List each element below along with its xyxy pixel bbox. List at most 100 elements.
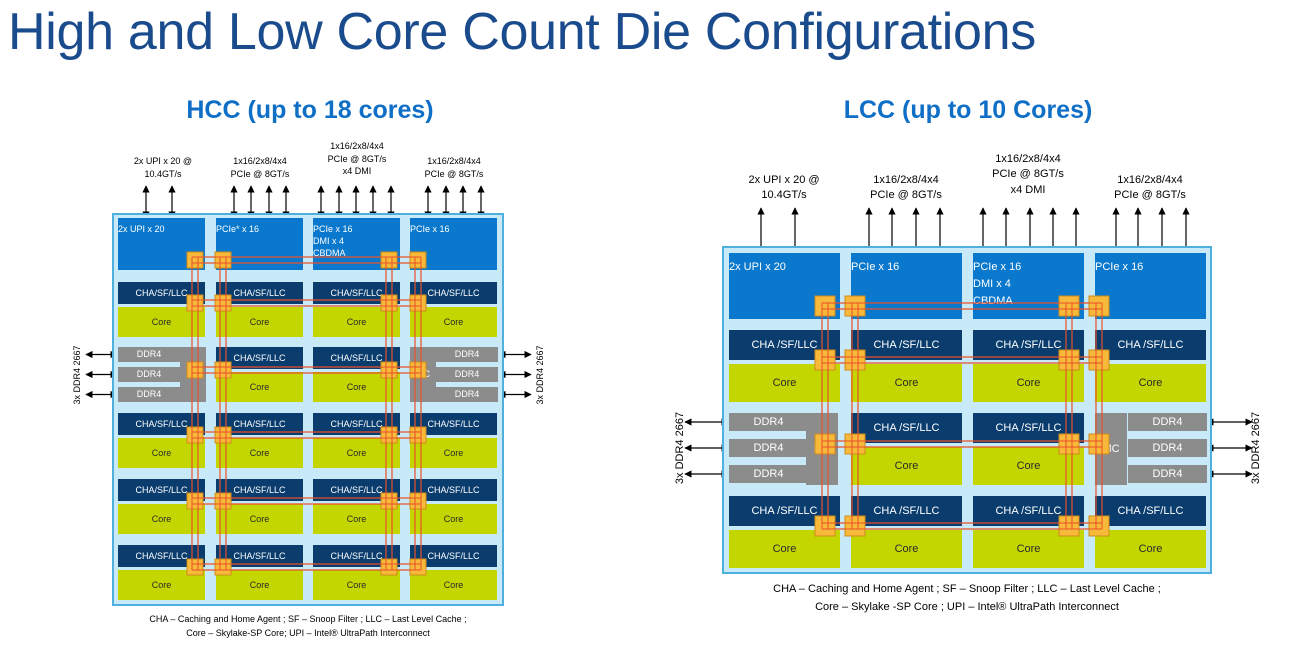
lcc-core-tile: Core [973, 530, 1084, 568]
hcc-cha-sf-llc-tile: CHA/SF/LLC [118, 413, 205, 435]
page-title: High and Low Core Count Die Configuratio… [8, 3, 1036, 61]
hcc-cha-sf-llc-tile: CHA/SF/LLC [216, 545, 303, 567]
hcc-core-tile: Core [410, 438, 497, 468]
hcc-mc-left: MC [180, 347, 206, 402]
hcc-cha-sf-llc-tile: CHA/SF/LLC [216, 347, 303, 369]
hcc-core-tile: Core [410, 504, 497, 534]
hcc-ddr4-right-3: DDR4 [436, 387, 498, 402]
lcc-ddr4-right-2: DDR4 [1128, 439, 1207, 457]
hcc-core-tile: Core [216, 438, 303, 468]
lcc-footnote-2: Core – Skylake -SP Core ; UPI – Intel® U… [815, 601, 1119, 613]
lcc-ddr4-right-3: DDR4 [1128, 465, 1207, 483]
hcc-core-tile: Core [118, 307, 205, 337]
lcc-io-text: PCIe x 16 [1095, 261, 1144, 273]
lcc-cha-sf-llc-tile: CHA /SF/LLC [1095, 330, 1206, 360]
lcc-ddr4-left-1: DDR4 [729, 413, 808, 431]
lcc-cha-sf-llc-tile: CHA /SF/LLC [851, 330, 962, 360]
hcc-core-tile: Core [118, 438, 205, 468]
lcc-footnote-1: CHA – Caching and Home Agent ; SF – Snoo… [773, 583, 1161, 595]
hcc-external-io-label: 1x16/2x8/4x4 PCIe @ 8GT/s x4 DMI [327, 141, 387, 177]
hcc-cha-sf-llc-tile: CHA/SF/LLC [410, 413, 497, 435]
hcc-io-text: PCIe x 16 [410, 224, 450, 234]
hcc-cha-sf-llc-tile: CHA/SF/LLC [313, 347, 400, 369]
hcc-core-tile: Core [216, 307, 303, 337]
lcc-core-tile: Core [973, 364, 1084, 402]
hcc-io-text: PCIe x 16 [313, 224, 353, 234]
lcc-mc-left: MC [806, 413, 838, 485]
hcc-cha-sf-llc-tile: CHA/SF/LLC [118, 479, 205, 501]
lcc-external-io-label: 2x UPI x 20 @ 10.4GT/s [748, 174, 820, 202]
lcc-external-io-label: 1x16/2x8/4x4 PCIe @ 8GT/s x4 DMI [992, 153, 1064, 196]
lcc-io-block-4: PCIe x 16 [1095, 253, 1206, 319]
hcc-subtitle: HCC (up to 18 cores) [186, 96, 434, 124]
lcc-io-block-1: 2x UPI x 20 [729, 253, 840, 319]
lcc-io-text: CBDMA [973, 295, 1013, 307]
hcc-io-block-1: 2x UPI x 20 [118, 218, 205, 270]
hcc-ddr4-left-3: DDR4 [118, 387, 180, 402]
lcc-subtitle: LCC (up to 10 Cores) [843, 96, 1093, 124]
lcc-cha-sf-llc-tile: CHA /SF/LLC [729, 330, 840, 360]
lcc-cha-sf-llc-tile: CHA /SF/LLC [973, 330, 1084, 360]
hcc-ddr4-left-1: DDR4 [118, 347, 180, 362]
hcc-cha-sf-llc-tile: CHA/SF/LLC [118, 282, 205, 304]
lcc-ddr4-left-3: DDR4 [729, 465, 808, 483]
hcc-core-tile: Core [216, 504, 303, 534]
lcc-io-text: PCIe x 16 [973, 261, 1022, 273]
hcc-footnote-2: Core – Skylake-SP Core; UPI – Intel® Ult… [186, 628, 430, 638]
lcc-cha-sf-llc-tile: CHA /SF/LLC [973, 413, 1084, 443]
hcc-core-tile: Core [313, 570, 400, 600]
hcc-core-tile: Core [216, 372, 303, 402]
lcc-core-tile: Core [851, 364, 962, 402]
lcc-core-tile: Core [851, 447, 962, 485]
hcc-core-tile: Core [216, 570, 303, 600]
hcc-io-block-2: PCIe* x 16 [216, 218, 303, 270]
lcc-core-tile: Core [729, 530, 840, 568]
lcc-core-tile: Core [851, 530, 962, 568]
lcc-cha-sf-llc-tile: CHA /SF/LLC [1095, 496, 1206, 526]
hcc-cha-sf-llc-tile: CHA/SF/LLC [410, 479, 497, 501]
hcc-cha-sf-llc-tile: CHA/SF/LLC [216, 479, 303, 501]
lcc-external-io-label: 1x16/2x8/4x4 PCIe @ 8GT/s [870, 174, 942, 202]
hcc-external-io-label: 1x16/2x8/4x4 PCIe @ 8GT/s [424, 156, 484, 179]
lcc-core-tile: Core [729, 364, 840, 402]
lcc-mc-right: MC [1095, 413, 1127, 485]
hcc-cha-sf-llc-tile: CHA/SF/LLC [313, 413, 400, 435]
hcc-core-tile: Core [410, 570, 497, 600]
lcc-ddr-side-label: 3x DDR4 2667 [674, 411, 686, 485]
lcc-io-text: PCIe x 16 [851, 261, 900, 273]
hcc-core-tile: Core [410, 307, 497, 337]
hcc-ddr-side-label: 3x DDR4 2667 [535, 345, 545, 405]
hcc-ddr4-left-2: DDR4 [118, 367, 180, 382]
lcc-cha-sf-llc-tile: CHA /SF/LLC [973, 496, 1084, 526]
hcc-external-io-label: 1x16/2x8/4x4 PCIe @ 8GT/s [230, 156, 290, 179]
hcc-io-text: PCIe* x 16 [216, 224, 260, 234]
lcc-io-block-2: PCIe x 16 [851, 253, 962, 319]
hcc-cha-sf-llc-tile: CHA/SF/LLC [118, 545, 205, 567]
hcc-cha-sf-llc-tile: CHA/SF/LLC [313, 282, 400, 304]
hcc-external-io-label: 2x UPI x 20 @ 10.4GT/s [133, 156, 193, 179]
lcc-core-tile: Core [1095, 364, 1206, 402]
hcc-cha-sf-llc-tile: CHA/SF/LLC [216, 413, 303, 435]
hcc-io-text: DMI x 4 [313, 236, 345, 246]
lcc-cha-sf-llc-tile: CHA /SF/LLC [851, 496, 962, 526]
hcc-footnote-1: CHA – Caching and Home Agent ; SF – Snoo… [149, 614, 467, 624]
hcc-core-tile: Core [118, 570, 205, 600]
hcc-ddr-side-label: 3x DDR4 2667 [72, 345, 82, 405]
lcc-ddr-side-label: 3x DDR4 2667 [1250, 411, 1262, 485]
hcc-die [112, 213, 504, 606]
lcc-core-tile: Core [1095, 530, 1206, 568]
hcc-cha-sf-llc-tile: CHA/SF/LLC [410, 282, 497, 304]
hcc-ddr4-right-2: DDR4 [436, 367, 498, 382]
hcc-ddr4-right-1: DDR4 [436, 347, 498, 362]
lcc-io-block-3: PCIe x 16 DMI x 4 CBDMA [973, 253, 1084, 319]
lcc-io-text: DMI x 4 [973, 278, 1011, 290]
hcc-cha-sf-llc-tile: CHA/SF/LLC [410, 545, 497, 567]
hcc-cha-sf-llc-tile: CHA/SF/LLC [313, 545, 400, 567]
hcc-cha-sf-llc-tile: CHA/SF/LLC [216, 282, 303, 304]
hcc-io-text: 2x UPI x 20 [118, 224, 165, 234]
lcc-ddr4-left-2: DDR4 [729, 439, 808, 457]
hcc-core-tile: Core [313, 372, 400, 402]
hcc-io-block-4: PCIe x 16 [410, 218, 497, 270]
lcc-io-text: 2x UPI x 20 [729, 261, 786, 273]
